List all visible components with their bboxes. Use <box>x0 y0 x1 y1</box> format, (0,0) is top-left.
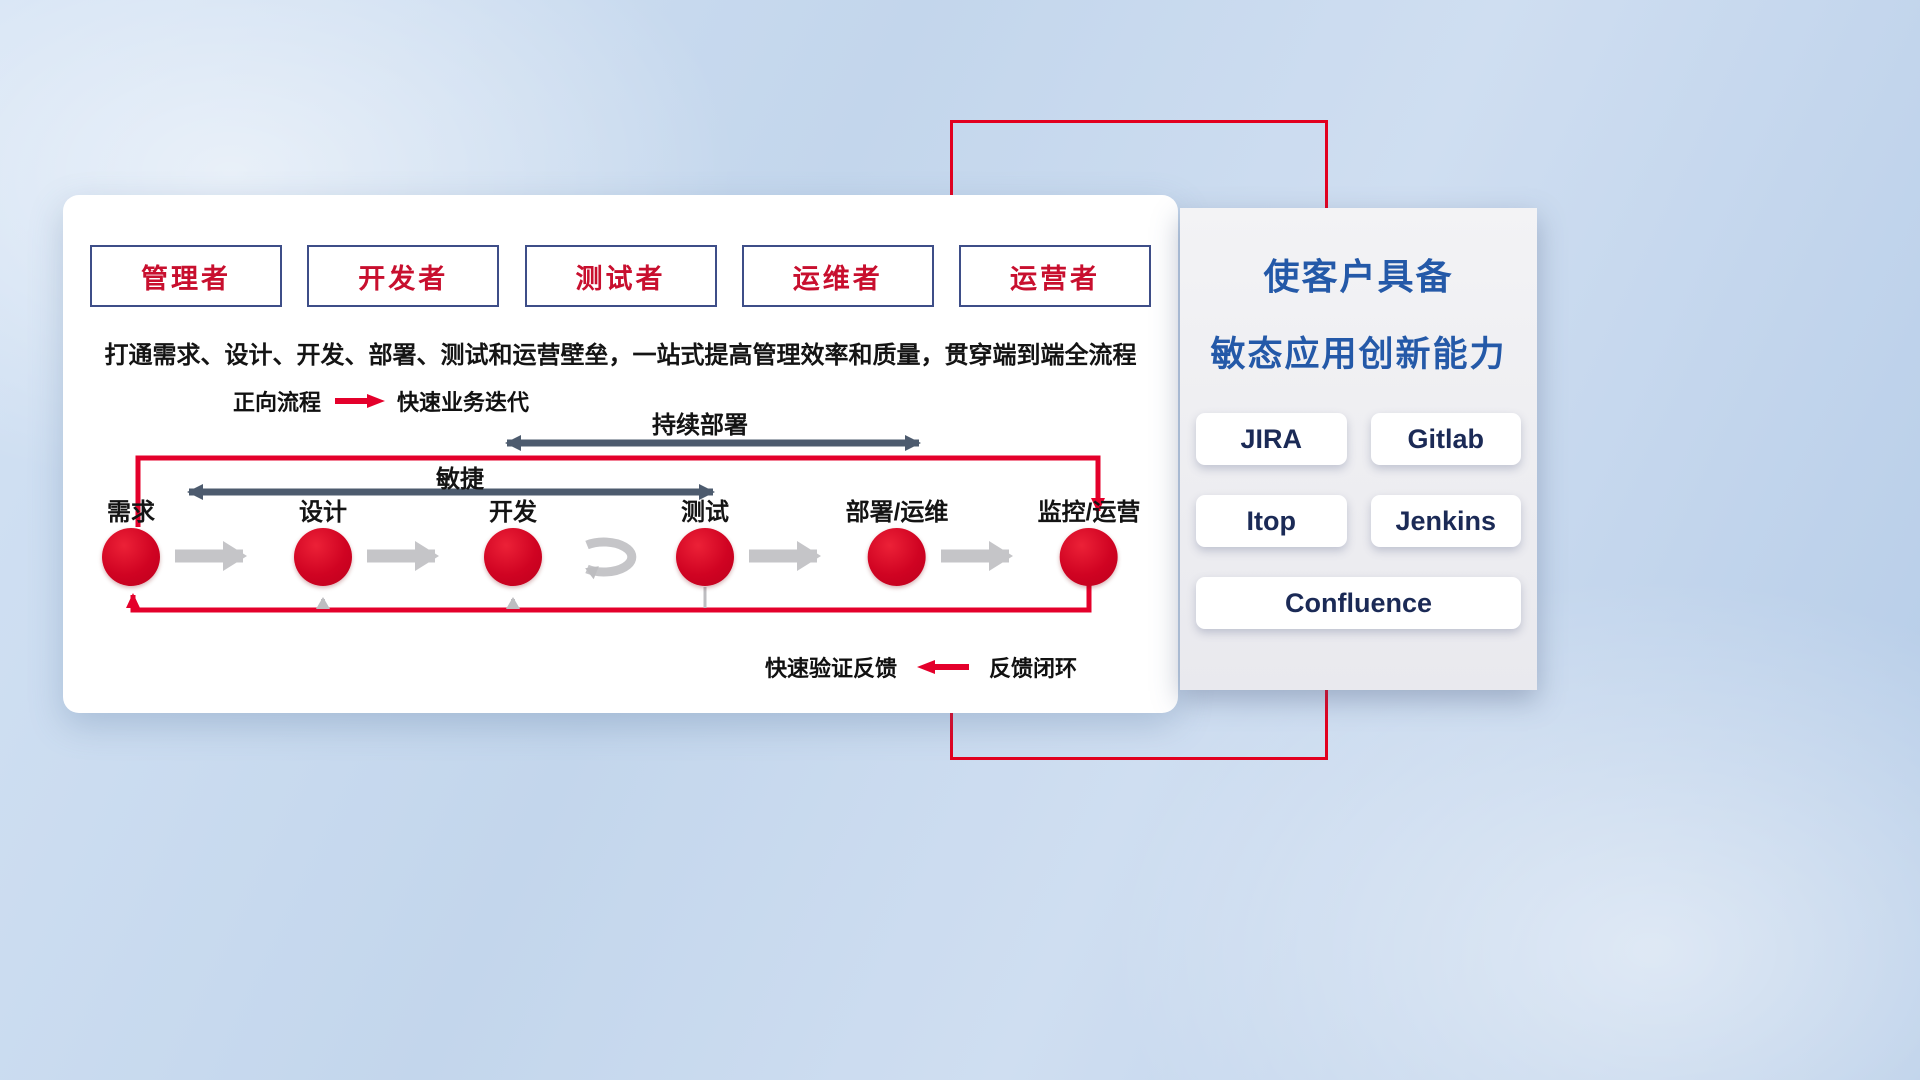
agile-label: 敏捷 <box>436 466 484 493</box>
panel-title-line2: 敏态应用创新能力 <box>1210 335 1507 374</box>
stage-label: 开发 <box>489 499 537 526</box>
stage-label: 部署/运维 <box>845 499 949 526</box>
stage-node <box>294 528 352 586</box>
feedback-legend: 快速验证反馈 反馈闭环 <box>765 651 1077 683</box>
forward-flow-label: 正向流程 <box>233 390 322 415</box>
tool-grid: JIRA Gitlab Itop Jenkins Confluence <box>1196 413 1521 629</box>
capability-panel: 使客户具备 敏态应用创新能力 JIRA Gitlab Itop Jenkins … <box>1180 208 1537 690</box>
role-box-ops: 运维者 <box>741 245 934 307</box>
red-forward-loop-line <box>135 455 1105 527</box>
forward-flow-desc: 快速业务迭代 <box>397 390 530 415</box>
subtitle: 打通需求、设计、开发、部署、测试和运营壁垒，一站式提高管理效率和质量，贯穿端到端… <box>104 342 1137 369</box>
role-label: 测试者 <box>575 263 666 294</box>
role-label: 运营者 <box>1010 263 1100 294</box>
stage-label: 测试 <box>681 499 729 526</box>
devops-flow-card: 管理者 开发者 测试者 运维者 运营者 打通需求、设计、开发、部署、测试和运营壁… <box>63 195 1178 713</box>
role-box-operator: 运营者 <box>959 245 1151 307</box>
feedback-label: 反馈闭环 <box>989 656 1078 681</box>
stage-node <box>1059 528 1118 586</box>
stage-design: 设计 <box>294 498 352 586</box>
forward-arrow-icon <box>335 394 386 408</box>
tool-chip-gitlab: Gitlab <box>1370 413 1521 465</box>
tool-chip-jenkins: Jenkins <box>1370 495 1521 547</box>
stage-testing: 测试 <box>676 498 734 586</box>
stage-development: 开发 <box>484 498 542 586</box>
role-box-manager: 管理者 <box>90 245 282 307</box>
stage-deploy-ops: 部署/运维 <box>845 498 949 586</box>
panel-title-line1: 使客户具备 <box>1263 256 1454 297</box>
continuous-deploy-label: 持续部署 <box>652 412 748 439</box>
stage-label: 监控/运营 <box>1037 499 1141 526</box>
tool-chip-jira: JIRA <box>1196 413 1347 465</box>
stage-node <box>102 528 160 586</box>
role-label: 开发者 <box>358 263 449 294</box>
stage-label: 设计 <box>299 499 347 526</box>
role-box-developer: 开发者 <box>307 245 500 307</box>
iteration-loop-icon <box>585 537 637 580</box>
stage-node <box>867 528 926 586</box>
feedback-arrow-icon <box>917 660 970 674</box>
role-label: 管理者 <box>141 263 231 294</box>
red-feedback-loop-line <box>126 585 1092 613</box>
tool-chip-itop: Itop <box>1196 495 1347 547</box>
role-row: 管理者 开发者 测试者 运维者 运营者 <box>90 245 1151 307</box>
stage-monitor-operate: 监控/运营 <box>1037 498 1141 586</box>
stage-node <box>484 528 542 586</box>
feedback-desc: 快速验证反馈 <box>765 656 898 681</box>
role-label: 运维者 <box>792 263 883 294</box>
stage-node <box>676 528 734 586</box>
stage-label: 需求 <box>107 499 155 526</box>
forward-flow-legend: 正向流程 快速业务迭代 <box>233 385 529 417</box>
tool-chip-confluence: Confluence <box>1196 577 1521 629</box>
role-box-tester: 测试者 <box>524 245 717 307</box>
stage-requirements: 需求 <box>102 498 160 586</box>
